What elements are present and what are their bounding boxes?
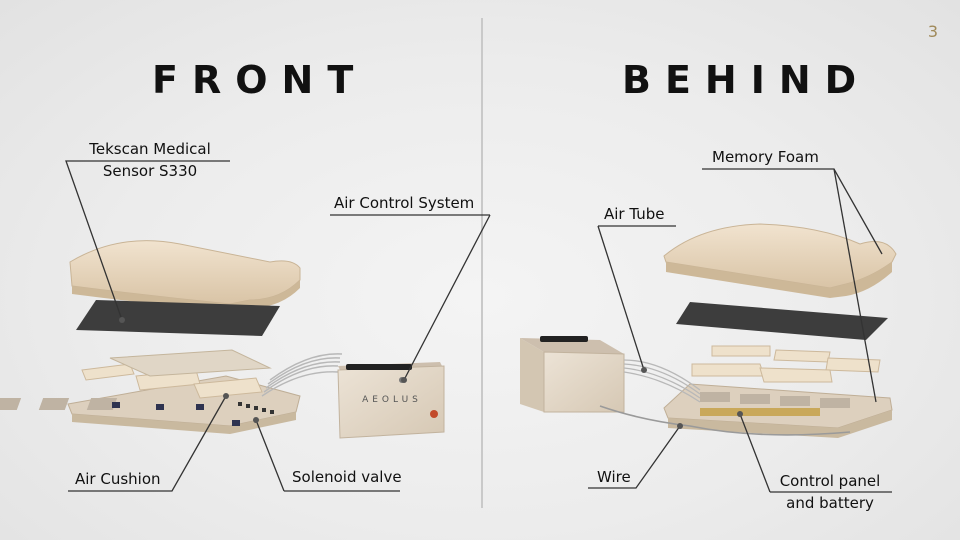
front-pillow — [69, 240, 301, 312]
behind-pillow — [663, 223, 897, 298]
label-air-tube: Air Tube — [604, 205, 665, 223]
behind-leader-lines — [588, 168, 892, 493]
label-memory-foam: Memory Foam — [712, 148, 819, 166]
behind-wire — [599, 405, 851, 436]
label-solenoid-valve: Solenoid valve — [292, 468, 402, 486]
label-control-panel-line2: and battery — [786, 494, 874, 512]
aeolus-brand-text: AEOLUS — [362, 395, 422, 405]
front-air-tubes — [261, 353, 343, 397]
label-control-panel: Control panel and battery — [770, 470, 890, 514]
behind-cushion-pads — [691, 345, 881, 383]
front-air-control-box: AEOLUS — [337, 362, 445, 439]
label-control-panel-line1: Control panel — [779, 472, 881, 490]
label-air-cushion: Air Cushion — [75, 470, 161, 488]
center-divider — [481, 18, 483, 508]
front-sensor-sheet — [76, 300, 280, 336]
front-leader-dots — [119, 317, 407, 423]
behind-air-tubes — [623, 359, 701, 403]
label-sensor-line2: Sensor S330 — [102, 162, 198, 180]
label-sensor-line1: Tekscan Medical — [89, 140, 211, 158]
front-heading: FRONT — [152, 58, 368, 102]
behind-heading: BEHIND — [622, 58, 871, 102]
label-sensor: Tekscan Medical Sensor S330 — [86, 138, 214, 182]
front-tray — [0, 349, 301, 434]
front-leader-lines — [65, 160, 491, 492]
behind-sensor-sheet — [676, 302, 888, 340]
label-wire: Wire — [597, 468, 631, 486]
behind-air-control-box — [520, 336, 625, 413]
label-air-control-system: Air Control System — [334, 194, 475, 212]
page-number: 3 — [927, 22, 938, 41]
behind-leader-dots — [641, 367, 743, 429]
